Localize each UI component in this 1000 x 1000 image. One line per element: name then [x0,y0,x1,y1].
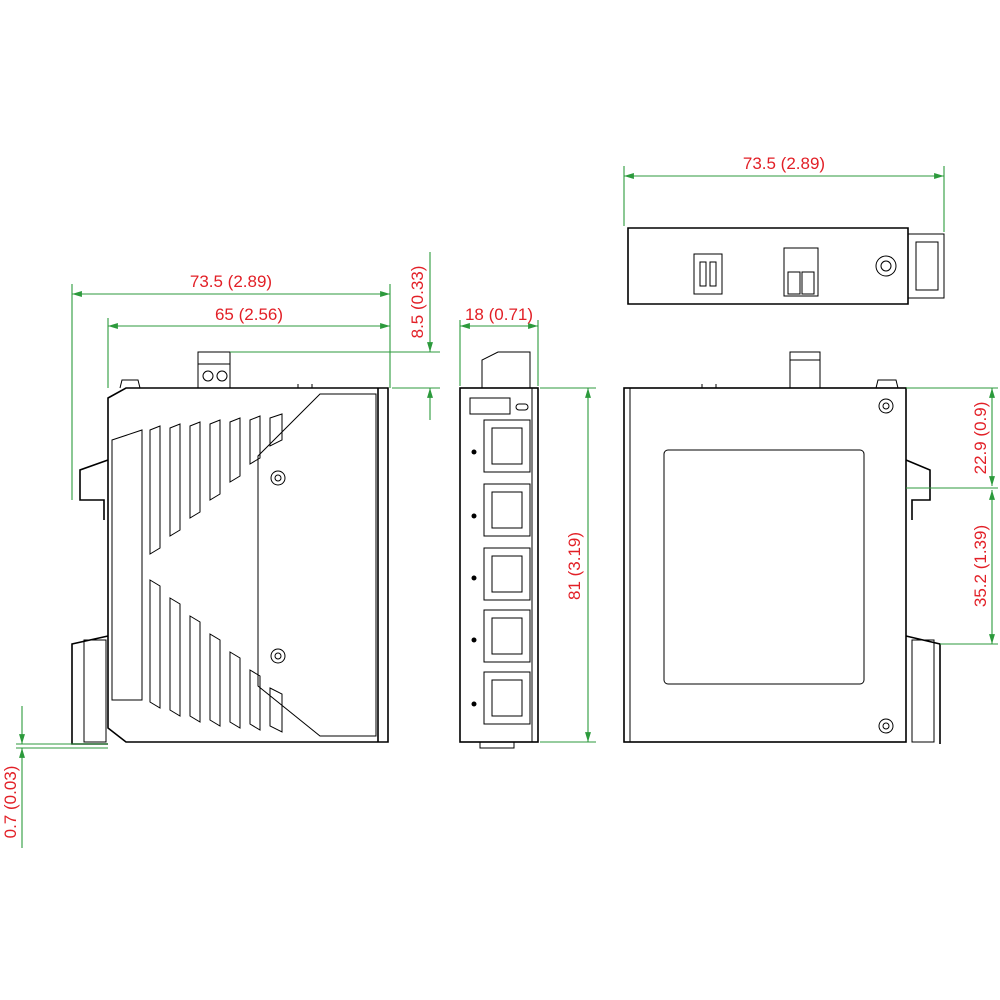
dim-top-width: 73.5 (2.89) [743,154,825,173]
side-view [71,351,389,745]
dim-front-height: 81 (3.19) [565,532,584,600]
rear-view [623,351,941,744]
dim-rear-top-offset: 22.9 (0.9) [971,402,990,475]
dim-side-body-width: 65 (2.56) [215,305,283,324]
dim-rail-offset: 0.7 (0.03) [1,766,20,839]
top-view-dimensions [623,166,945,232]
side-view-dimensions [16,252,440,848]
dim-side-overall-width: 73.5 (2.89) [190,272,272,291]
dim-connector-height: 8.5 (0.33) [408,266,427,339]
dimension-labels: 73.5 (2.89) 65 (2.56) 8.5 (0.33) 0.7 (0.… [1,154,990,838]
top-view [627,227,945,305]
dim-front-width: 18 (0.71) [465,305,533,324]
dim-rear-hole-spacing: 35.2 (1.39) [971,525,990,607]
front-view-dimensions [459,320,596,743]
rear-view-dimensions [906,387,998,645]
front-view [459,351,539,749]
